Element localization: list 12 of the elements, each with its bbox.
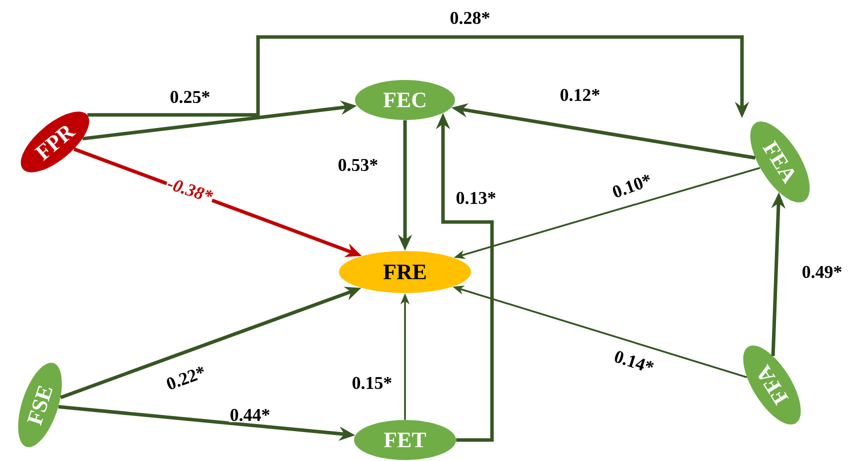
edge-label: 0.22* — [164, 364, 208, 392]
edge-label: 0.13* — [454, 190, 498, 206]
edge-label: 0.14* — [612, 348, 656, 376]
edge-label: 0.49* — [800, 264, 844, 280]
edge-label: 0.12* — [558, 88, 602, 102]
edge-label: 0.25* — [168, 90, 212, 104]
edge-label: 0.44* — [228, 408, 272, 422]
edge-label: 0.28* — [448, 10, 492, 26]
edge-label: 0.15* — [350, 376, 394, 390]
edge-label: -0.38* — [164, 176, 216, 204]
edge-label: 0.10* — [610, 172, 654, 200]
edge-label: 0.53* — [336, 158, 380, 172]
